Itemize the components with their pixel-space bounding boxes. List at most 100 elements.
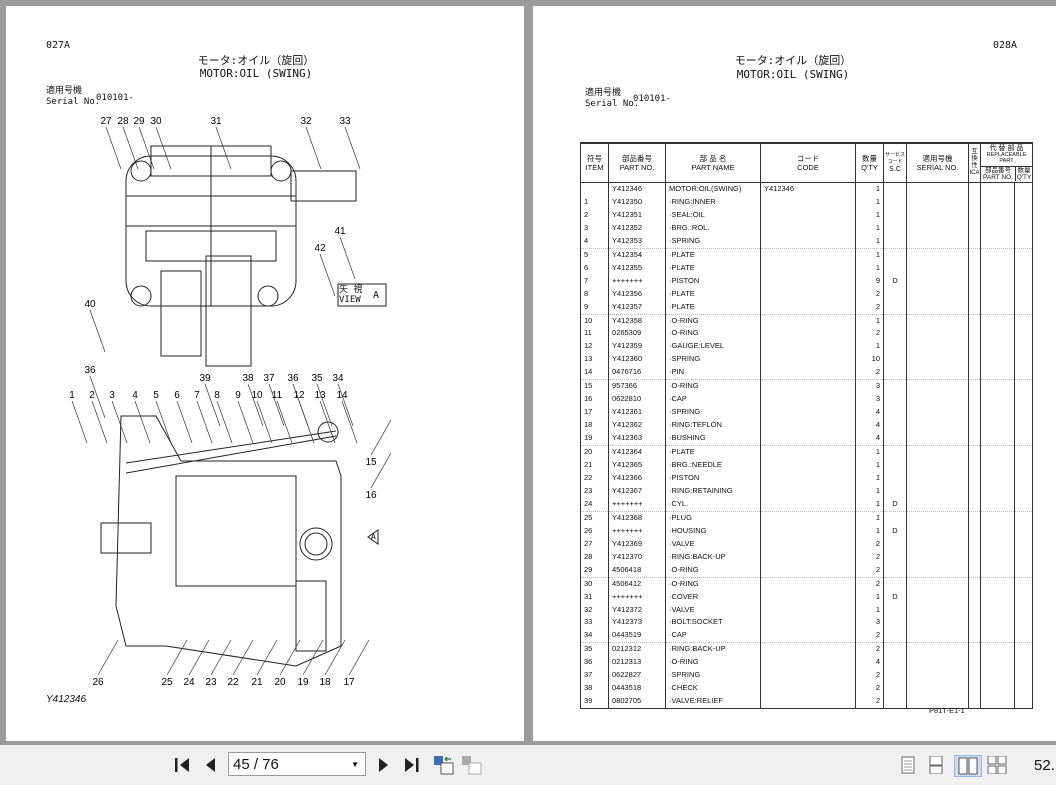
row-code bbox=[760, 419, 856, 433]
leader-line bbox=[276, 400, 293, 444]
two-page-icon[interactable] bbox=[954, 755, 982, 777]
row-empty-cell bbox=[968, 432, 981, 447]
single-page-icon[interactable] bbox=[898, 755, 918, 775]
row-qty: 1 bbox=[855, 497, 884, 512]
row-part-no: +++++++ bbox=[608, 497, 666, 512]
row-qty: 1 bbox=[855, 603, 884, 617]
row-item: 6 bbox=[580, 261, 609, 275]
row-item: 1 bbox=[580, 195, 609, 209]
row-empty-cell bbox=[980, 182, 1015, 196]
row-empty-cell bbox=[968, 629, 981, 644]
next-view-icon[interactable] bbox=[460, 755, 484, 775]
row-part-name: ·HOUSING bbox=[665, 524, 761, 538]
next-page-icon[interactable] bbox=[374, 755, 394, 775]
row-empty-cell bbox=[906, 497, 969, 512]
last-page-icon[interactable] bbox=[402, 755, 422, 775]
row-empty-cell bbox=[980, 642, 1015, 657]
callout-number: 38 bbox=[242, 373, 254, 384]
row-empty-cell bbox=[980, 695, 1015, 710]
row-part-name: ·RING:BACK-UP bbox=[665, 642, 761, 657]
row-item: 33 bbox=[580, 616, 609, 630]
view-marker: A bbox=[371, 532, 376, 541]
row-sc bbox=[883, 484, 907, 498]
row-item: 4 bbox=[580, 234, 609, 249]
previous-page-icon[interactable] bbox=[200, 755, 220, 775]
row-item: 2 bbox=[580, 208, 609, 222]
row-item: 16 bbox=[580, 393, 609, 407]
two-page-continuous-icon[interactable] bbox=[986, 755, 1008, 775]
row-part-name: ·PISTON bbox=[665, 274, 761, 288]
leader-line bbox=[370, 452, 392, 489]
row-item: 11 bbox=[580, 327, 609, 341]
row-empty-cell bbox=[980, 221, 1015, 235]
row-qty: 2 bbox=[855, 327, 884, 341]
row-part-name: ·COVER bbox=[665, 590, 761, 604]
row-empty-cell bbox=[906, 669, 969, 683]
leader-line bbox=[176, 400, 193, 444]
zoom-level[interactable]: 52. bbox=[1034, 756, 1055, 774]
row-empty-cell bbox=[968, 537, 981, 551]
leader-line bbox=[339, 236, 356, 280]
row-part-no: Y412356 bbox=[608, 287, 666, 301]
row-empty-cell bbox=[980, 432, 1015, 447]
callout-number: 35 bbox=[311, 373, 323, 384]
row-part-name: ·O-RING bbox=[665, 563, 761, 578]
row-empty-cell bbox=[980, 471, 1015, 485]
callout-number: 4 bbox=[132, 390, 138, 401]
dropdown-arrow-icon: ▼ bbox=[351, 760, 359, 769]
row-empty-cell bbox=[980, 577, 1015, 591]
row-sc bbox=[883, 642, 907, 657]
callout-number: 36 bbox=[287, 373, 299, 384]
row-code bbox=[760, 537, 856, 551]
row-empty-cell bbox=[906, 393, 969, 407]
row-empty-cell bbox=[980, 459, 1015, 472]
continuous-icon[interactable] bbox=[926, 755, 946, 775]
callout-number: 10 bbox=[251, 390, 263, 401]
row-sc bbox=[883, 511, 907, 525]
row-part-name: MOTOR:OIL(SWING) bbox=[665, 182, 761, 196]
row-qty: 2 bbox=[855, 642, 884, 657]
row-item: 18 bbox=[580, 419, 609, 433]
row-code bbox=[760, 682, 856, 696]
row-part-no: 0622810 bbox=[608, 393, 666, 407]
row-part-name: ·VALVE:RELIEF bbox=[665, 695, 761, 710]
page-number-select[interactable]: 45 / 76▼ bbox=[228, 752, 366, 776]
leader-line bbox=[188, 639, 210, 676]
row-part-no: 0443518 bbox=[608, 682, 666, 696]
leader-line bbox=[337, 383, 354, 427]
row-empty-cell bbox=[1014, 221, 1033, 235]
row-code bbox=[760, 432, 856, 447]
row-empty-cell bbox=[906, 471, 969, 485]
previous-view-icon[interactable] bbox=[432, 755, 456, 775]
row-part-no: Y412370 bbox=[608, 550, 666, 564]
row-empty-cell bbox=[906, 563, 969, 578]
row-sc: D bbox=[883, 497, 907, 512]
row-sc bbox=[883, 563, 907, 578]
row-part-no: +++++++ bbox=[608, 274, 666, 288]
row-code bbox=[760, 234, 856, 249]
callout-number: 42 bbox=[314, 243, 326, 254]
first-page-icon[interactable] bbox=[172, 755, 192, 775]
row-empty-cell bbox=[906, 656, 969, 670]
row-sc bbox=[883, 445, 907, 460]
row-empty-cell bbox=[1014, 234, 1033, 249]
row-empty-cell bbox=[1014, 577, 1033, 591]
row-code bbox=[760, 287, 856, 301]
row-empty-cell bbox=[980, 511, 1015, 525]
row-sc bbox=[883, 537, 907, 551]
row-qty: 2 bbox=[855, 682, 884, 696]
page-code: 028A bbox=[993, 40, 1018, 51]
leader-line bbox=[71, 400, 88, 444]
row-part-no: Y412364 bbox=[608, 445, 666, 460]
row-code bbox=[760, 445, 856, 460]
row-empty-cell bbox=[1014, 459, 1033, 472]
row-empty-cell bbox=[906, 353, 969, 367]
row-code bbox=[760, 406, 856, 420]
row-empty-cell bbox=[980, 669, 1015, 683]
